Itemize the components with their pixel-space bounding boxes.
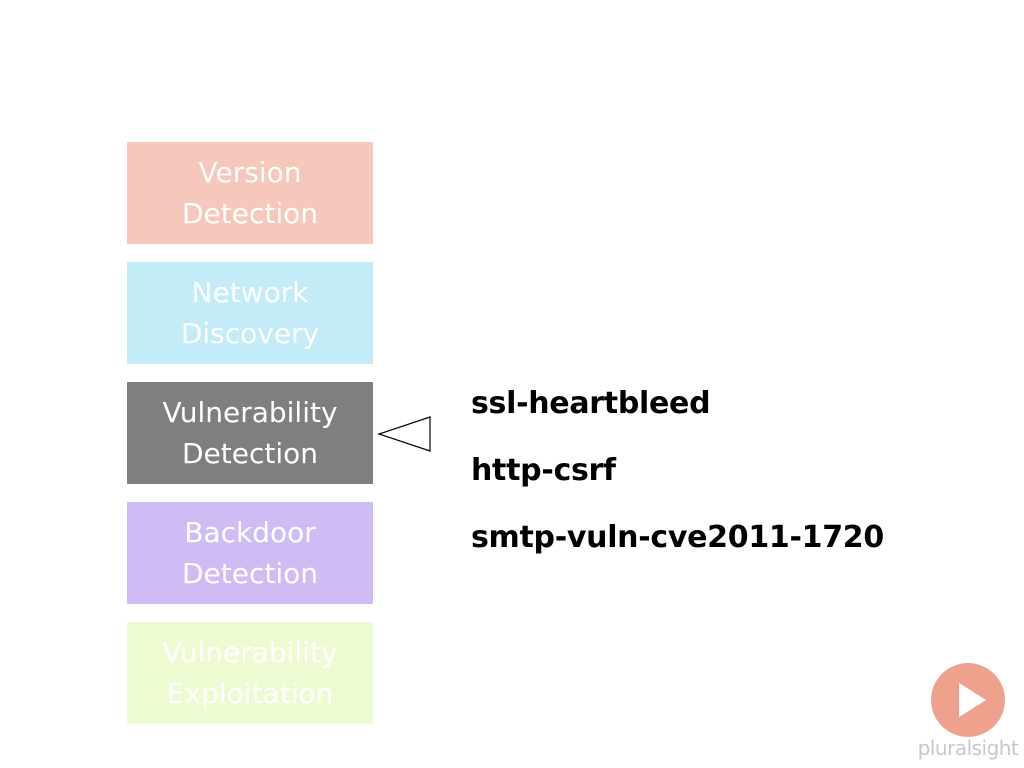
category-vulnerability-exploitation: Vulnerability Exploitation xyxy=(127,622,373,724)
logo-wordmark: pluralsight xyxy=(917,736,1019,760)
script-list: ssl-heartbleed http-csrf smtp-vuln-cve20… xyxy=(471,383,884,584)
category-label: Network Discovery xyxy=(180,276,320,350)
triangle-pointer-icon xyxy=(377,416,431,452)
script-item: smtp-vuln-cve2011-1720 xyxy=(471,520,884,555)
category-label: Backdoor Detection xyxy=(181,516,319,590)
category-network-discovery: Network Discovery xyxy=(127,262,373,364)
category-backdoor-detection: Backdoor Detection xyxy=(127,502,373,604)
category-vulnerability-detection: Vulnerability Detection xyxy=(127,382,373,484)
pluralsight-logo: pluralsight xyxy=(912,660,1024,768)
category-label: Version Detection xyxy=(181,156,319,230)
play-icon xyxy=(931,663,1005,737)
script-item: http-csrf xyxy=(471,453,616,488)
category-label: Vulnerability Exploitation xyxy=(162,636,338,710)
script-item: ssl-heartbleed xyxy=(471,386,711,421)
category-version-detection: Version Detection xyxy=(127,142,373,244)
category-label: Vulnerability Detection xyxy=(162,396,338,470)
